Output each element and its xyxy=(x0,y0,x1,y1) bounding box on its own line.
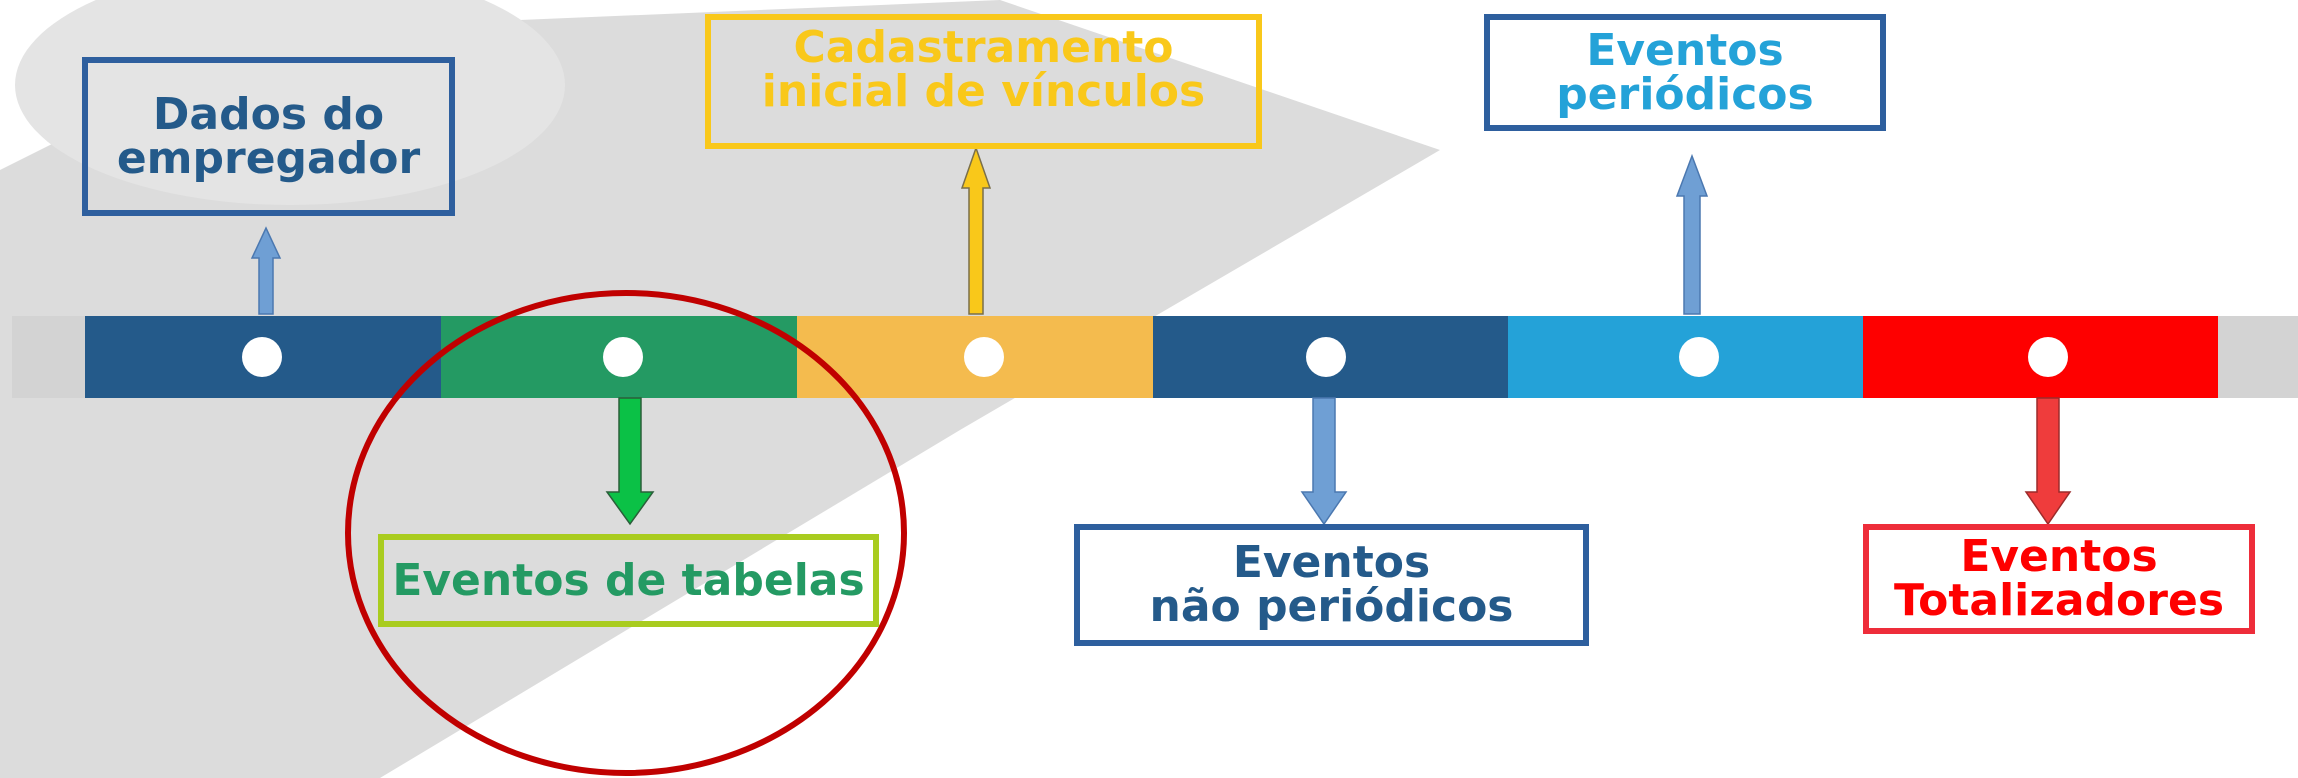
timeline-dot-tabelas xyxy=(603,337,643,377)
label-totalizadores-line1: Eventos xyxy=(1960,531,2158,582)
label-periodicos-line2: periódicos xyxy=(1556,68,1814,120)
timeline-dot-cadastramento xyxy=(964,337,1004,377)
label-nao-periodicos-line1: Eventos xyxy=(1232,537,1431,588)
label-cadastramento-line1: Cadastramento xyxy=(793,22,1174,73)
label-eventos-totalizadores: Eventos Totalizadores xyxy=(1863,524,2255,634)
label-dados-line1: Dados do xyxy=(152,88,385,140)
label-nao-periodicos-line2: não periódicos xyxy=(1149,581,1514,632)
timeline-dot-nao-periodicos xyxy=(1306,337,1346,377)
bg-ellipse-shape xyxy=(15,0,565,205)
label-dados-do-empregador: Dados do empregador xyxy=(82,57,455,216)
timeline-dot-periodicos xyxy=(1679,337,1719,377)
label-eventos-de-tabelas: Eventos de tabelas xyxy=(378,534,879,627)
timeline-dot-totalizadores xyxy=(2028,337,2068,377)
timeline-dot-dados xyxy=(242,337,282,377)
label-eventos-periodicos: Eventos periódicos xyxy=(1484,14,1886,131)
label-dados-line2: empregador xyxy=(116,132,421,184)
label-periodicos-line1: Eventos xyxy=(1586,24,1784,76)
label-totalizadores-line2: Totalizadores xyxy=(1893,575,2225,626)
label-cadastramento-line2: inicial de vínculos xyxy=(761,66,1206,117)
label-tabelas-line1: Eventos de tabelas xyxy=(392,554,865,606)
label-eventos-nao-periodicos: Eventos não periódicos xyxy=(1074,524,1589,646)
label-cadastramento-inicial: Cadastramento inicial de vínculos xyxy=(705,14,1262,149)
